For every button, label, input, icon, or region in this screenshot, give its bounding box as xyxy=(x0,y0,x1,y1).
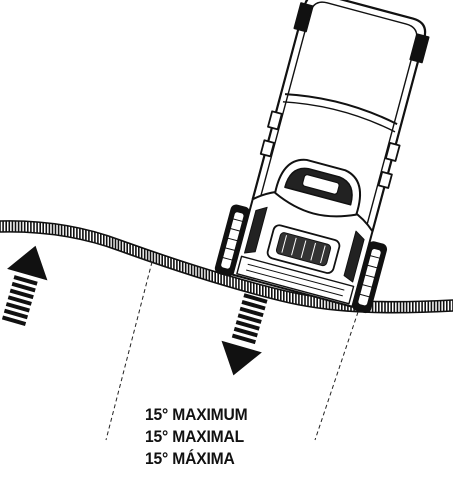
caption-line-german: 15° MAXIMAL xyxy=(145,427,244,446)
lawn-mower-icon xyxy=(214,0,430,314)
max-slope-caption: 15° MAXIMUM 15° MAXIMAL 15° MÁXIMA xyxy=(145,404,292,470)
arrow-up-icon xyxy=(1,245,48,326)
dashed-guide-lines xyxy=(105,261,359,441)
arrow-down-icon xyxy=(221,293,268,376)
caption-line-english: 15° MAXIMUM xyxy=(145,405,248,424)
caption-line-spanish: 15° MÁXIMA xyxy=(145,449,235,468)
